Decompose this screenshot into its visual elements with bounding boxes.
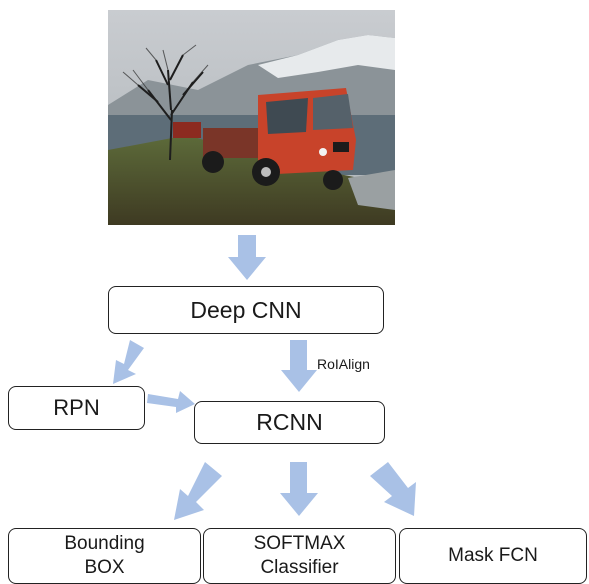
node-softmax-classifier: SOFTMAX Classifier [203, 528, 396, 584]
node-rcnn: RCNN [194, 401, 385, 444]
arrow-rcnn-to-mask [370, 462, 416, 516]
roialign-label: RoIAlign [317, 356, 370, 372]
node-bounding-box: Bounding BOX [8, 528, 201, 584]
node-rpn: RPN [8, 386, 145, 430]
arrow-deepcnn-to-rpn [113, 340, 144, 384]
node-mask-fcn: Mask FCN [399, 528, 587, 584]
arrow-rpn-to-rcnn [147, 391, 195, 413]
node-mask-fcn-label: Mask FCN [448, 545, 538, 567]
node-bounding-box-line2: BOX [84, 557, 125, 578]
node-rpn-label: RPN [53, 395, 100, 421]
input-photo [108, 10, 395, 225]
node-bounding-box-line1: Bounding [64, 533, 145, 555]
node-softmax-line1: SOFTMAX [253, 533, 346, 555]
arrow-deepcnn-to-rcnn [281, 340, 317, 392]
node-deep-cnn: Deep CNN [108, 286, 384, 334]
node-softmax-line2: Classifier [260, 557, 339, 578]
node-rcnn-label: RCNN [256, 409, 323, 436]
node-deep-cnn-label: Deep CNN [190, 296, 302, 323]
arrow-rcnn-to-softmax [280, 462, 318, 516]
arrow-rcnn-to-bbox [174, 462, 222, 520]
arrow-photo-to-deepcnn [228, 235, 266, 280]
